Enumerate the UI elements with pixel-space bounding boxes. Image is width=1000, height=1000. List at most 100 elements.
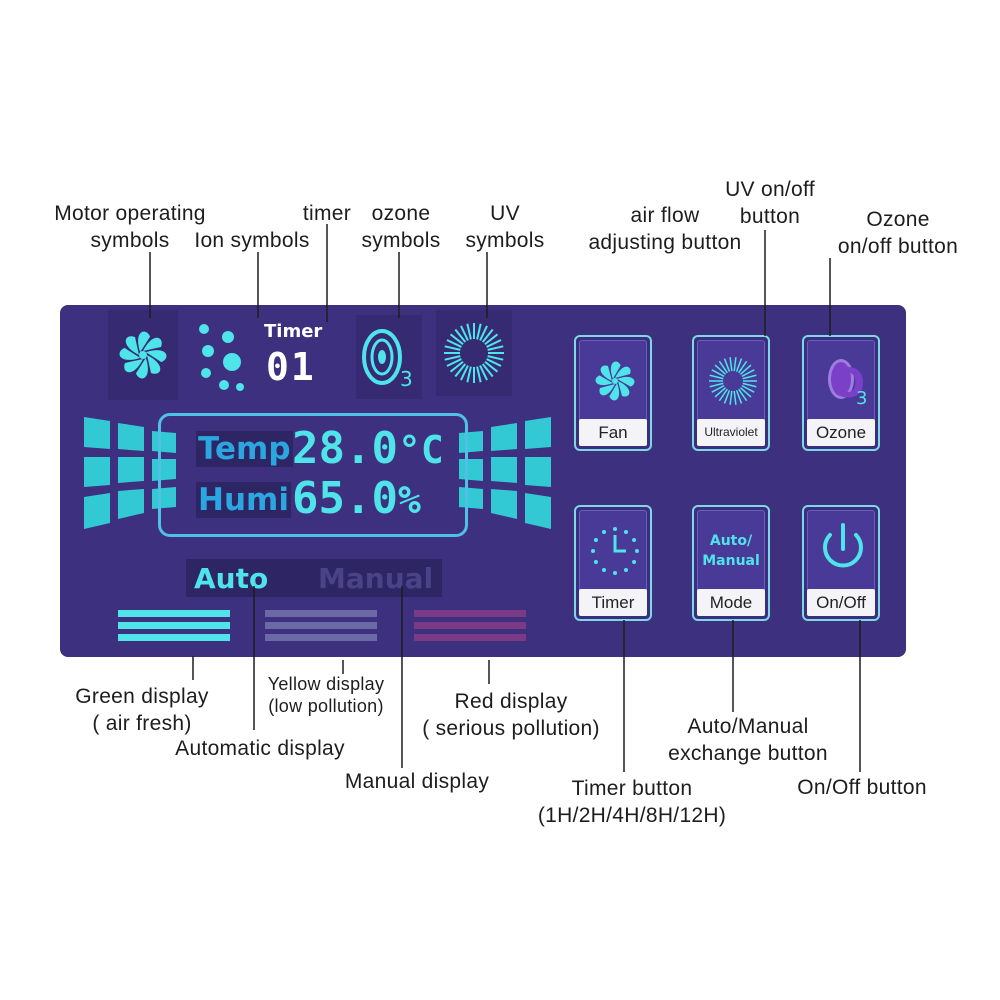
uv-ray (741, 384, 755, 393)
label-onoff-text: On/Off button (797, 776, 927, 799)
lcd-temp-value: 28.0°C (292, 423, 444, 474)
uv-ray (484, 333, 499, 346)
uv-button-label: Ultraviolet (697, 419, 765, 446)
uv-ray (446, 339, 462, 348)
lcd-temp-label: Temp (196, 431, 293, 467)
yellow-bar (265, 610, 377, 617)
ozone-button[interactable]: O3 Ozone (802, 335, 880, 451)
label-timerbtn-line1: Timer button (571, 777, 693, 800)
label-airflow-line1: air flow (630, 204, 700, 227)
uv-icon (436, 310, 512, 396)
mode-face-line2: Manual (702, 553, 760, 569)
lcd-timer-value: 01 (266, 345, 316, 389)
lcd-temp-unit: °C (397, 428, 444, 472)
clock-tick (635, 549, 639, 553)
label-ozbtn-line1: Ozone (866, 208, 930, 231)
lcd-frame (158, 413, 468, 537)
uv-ray (449, 360, 464, 373)
onoff-button-label: On/Off (807, 589, 875, 616)
lcd-humi-number: 65.0 (292, 473, 398, 524)
label-automan-line1: Auto/Manual (687, 715, 809, 738)
timer-button[interactable]: Timer (574, 505, 652, 621)
clock-tick (602, 529, 606, 534)
mode-button[interactable]: Auto/ Manual Mode (692, 505, 770, 621)
uv-ray (476, 366, 482, 383)
label-timer-text: timer (302, 202, 352, 225)
uv-ray (449, 333, 464, 346)
lcd-temp-number: 28.0 (292, 423, 398, 474)
uv-ray (454, 363, 467, 378)
label-ozone-button: Ozone on/off button (818, 206, 978, 260)
clock-tick (632, 538, 637, 542)
uv-ray (481, 328, 494, 343)
label-uvbtn-line2: button (739, 205, 801, 228)
red-display-bars (414, 610, 526, 641)
label-ozbtn-line2: on/off button (837, 235, 959, 258)
label-airflow-button: air flow adjusting button (575, 202, 755, 256)
label-ozone-symbols: ozone symbols (352, 200, 450, 254)
ozone-symbol-subscript: 3 (400, 367, 413, 391)
label-red-display: Red display ( serious pollution) (400, 688, 622, 742)
label-yellow-line1: Yellow display (267, 674, 385, 694)
lcd-timer-title: Timer (264, 321, 323, 342)
uv-ray (714, 387, 727, 398)
label-ion-symbols: Ion symbols (184, 227, 320, 254)
label-uv-symbols: UV symbols (452, 200, 558, 254)
uv-ray (723, 390, 731, 404)
label-manual-display: Manual display (322, 768, 512, 795)
uv-ray (723, 358, 731, 372)
ozone-button-face: O3 (807, 340, 875, 422)
timer-button-label: Timer (579, 589, 647, 616)
onoff-button[interactable]: On/Off (802, 505, 880, 621)
uv-ray (460, 325, 469, 341)
green-display-bars (118, 610, 230, 641)
label-green-line2: ( air fresh) (92, 712, 192, 735)
uv-ray (709, 374, 724, 380)
fan-button[interactable]: Fan (574, 335, 652, 451)
clock-tick (624, 568, 628, 573)
uv-ray (733, 390, 737, 405)
fan-button-face (579, 340, 647, 422)
uv-ray (466, 366, 472, 383)
label-ion-text: Ion symbols (194, 229, 310, 252)
fan-button-icon (595, 361, 635, 401)
uv-button-face (697, 340, 765, 422)
label-manual-text: Manual display (344, 770, 490, 793)
label-motor-symbols: Motor operating symbols (40, 200, 220, 254)
label-timer-button: Timer button (1H/2H/4H/8H/12H) (522, 775, 742, 829)
uv-ray (479, 325, 488, 341)
mode-button-face: Auto/ Manual (697, 510, 765, 592)
uv-ray (454, 328, 467, 343)
clock-tick (613, 571, 617, 575)
uv-ray (487, 355, 504, 361)
ion-icon (190, 315, 252, 395)
label-ozone-line2: symbols (361, 229, 441, 252)
label-uv-button: UV on/off button (710, 176, 830, 230)
label-motor-line1: Motor operating (54, 202, 206, 225)
uv-ray (735, 390, 743, 404)
clock-tick (624, 529, 628, 534)
label-automan-line2: exchange button (668, 742, 828, 765)
red-bar (414, 622, 526, 629)
label-uv-line1: UV (490, 202, 520, 225)
uv-ray (486, 339, 502, 348)
green-bar (118, 634, 230, 641)
label-ozone-line1: ozone (371, 202, 431, 225)
uv-ray (709, 382, 724, 388)
uv-ray (742, 374, 757, 380)
uv-ray (446, 358, 462, 367)
uv-ray (738, 360, 748, 374)
uv-ray (735, 358, 743, 372)
uv-ray (741, 369, 755, 378)
uv-button[interactable]: Ultraviolet (692, 335, 770, 451)
label-uvbtn-line1: UV on/off (725, 178, 815, 201)
lcd-mode-bg (186, 559, 442, 597)
label-automatic-display: Automatic display (150, 735, 370, 762)
label-green-line1: Green display (75, 685, 209, 708)
uv-ray (729, 357, 733, 372)
ozone-button-sub: 3 (856, 388, 868, 409)
uv-ray (739, 364, 752, 375)
uv-ray (460, 365, 469, 381)
uv-ray (444, 345, 461, 351)
